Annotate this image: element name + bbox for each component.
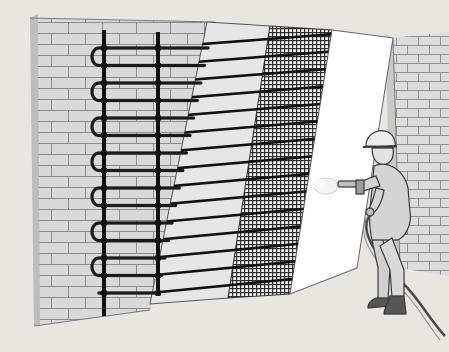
pipe-clip [101,151,107,156]
pipe-clip [101,291,107,296]
pipe-clip [155,98,161,103]
pipe-clip [155,273,161,278]
pipe-clip [101,238,107,243]
pipe-clip [101,63,107,68]
pipe-clip [101,203,107,208]
pipe-clip [101,133,107,138]
pipe-clip [155,168,161,173]
pipe-clip [101,256,107,261]
pipe-clip [101,273,107,278]
pipe-clip [101,98,107,103]
pipe-clip [101,46,107,51]
pipe-clip [155,151,161,156]
pipe-clip [155,116,161,121]
pipe-clip [155,238,161,243]
pipe-clip [101,221,107,226]
pipe-clip [155,46,161,51]
pipe-clip [155,63,161,68]
pipe-clip [155,133,161,138]
pipe-clip [155,203,161,208]
pipe-clip [155,256,161,261]
pipe-clip [101,168,107,173]
pipe-clip [155,81,161,86]
pipe-clip [155,186,161,191]
pipe-clip [155,291,161,296]
pipe-clip [101,186,107,191]
pipe-clip [101,116,107,121]
pipe-clip [101,81,107,86]
pipe-clip [155,221,161,226]
